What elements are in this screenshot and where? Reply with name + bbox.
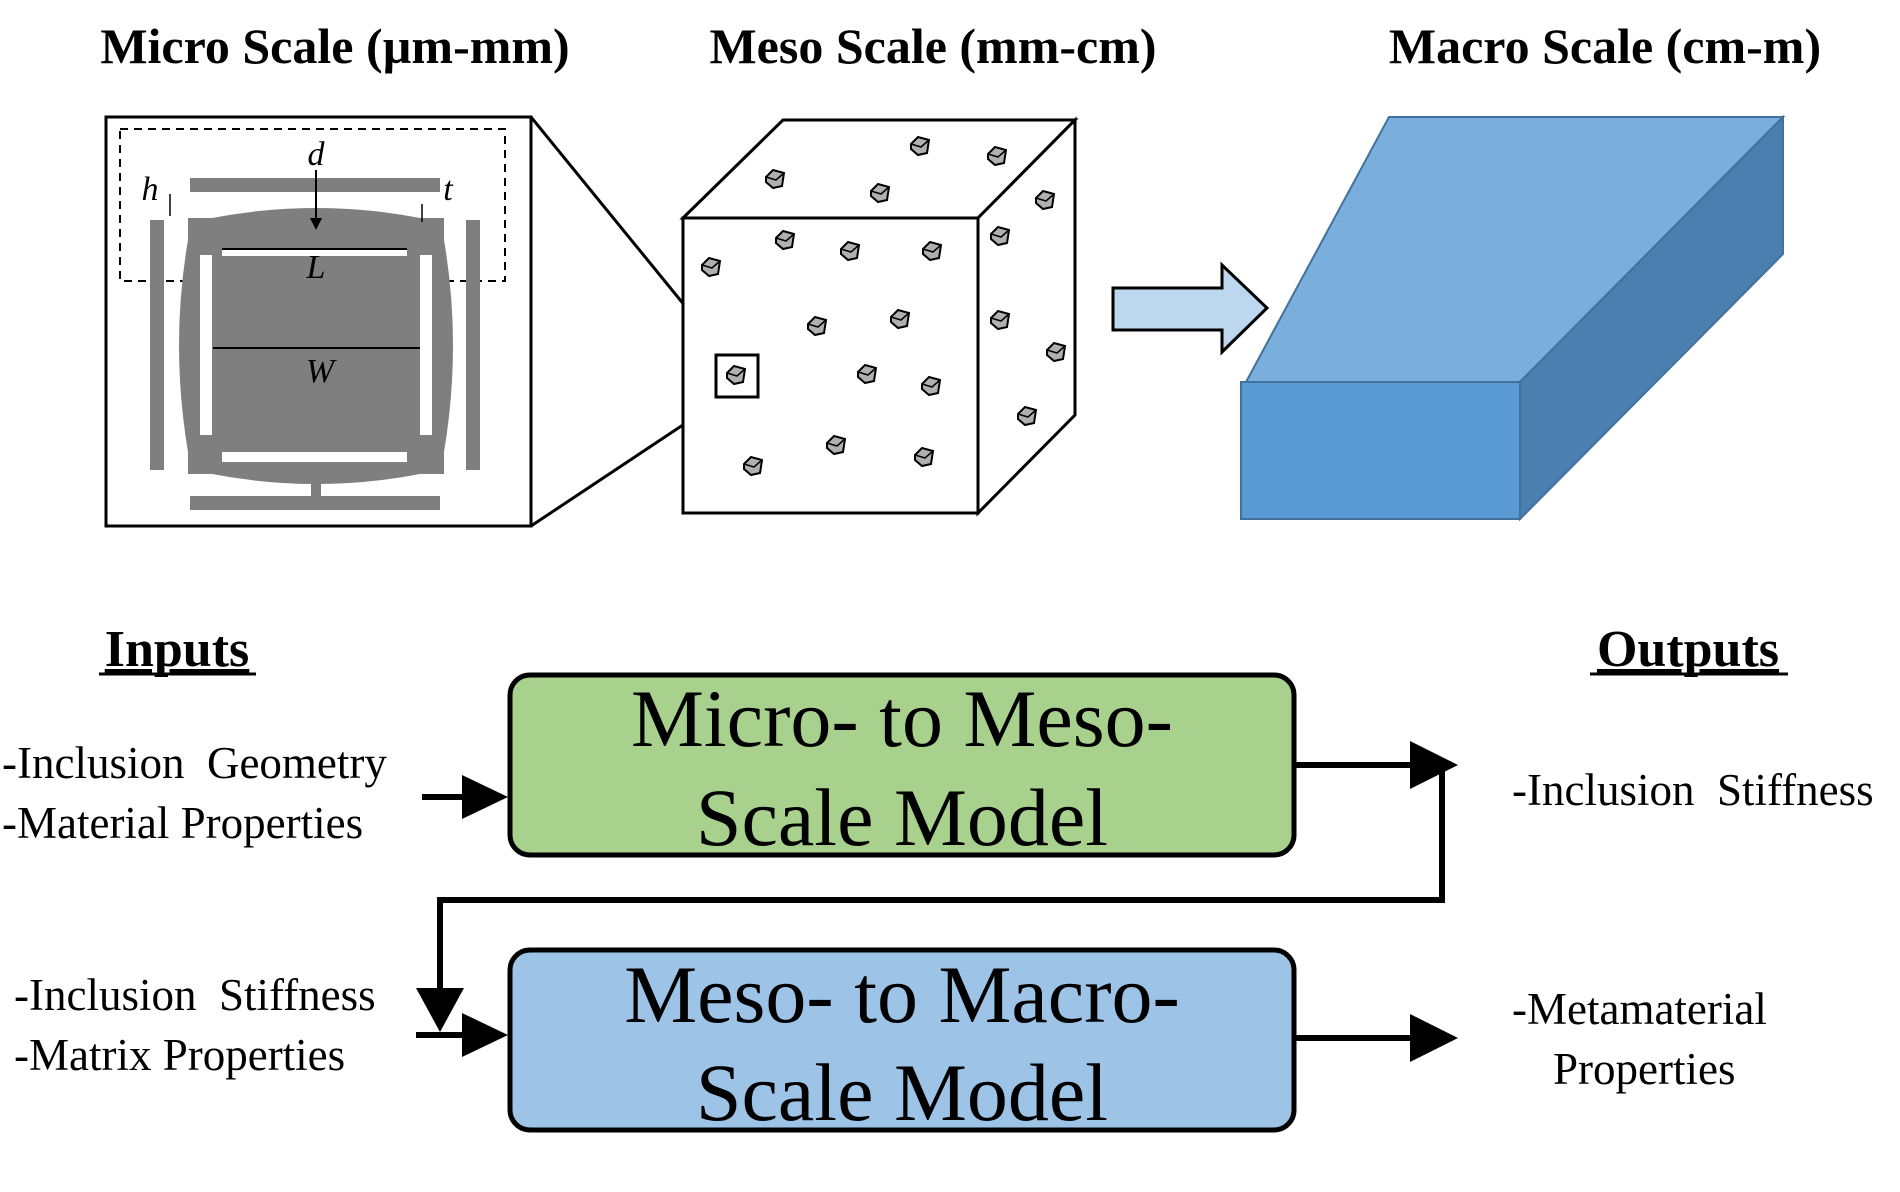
model1-input-2: -Material Properties [2,798,363,848]
inclusion-particle-edge [807,319,827,328]
inclusion-particle-edge [914,450,934,459]
inclusion-particle-edge [765,172,785,181]
inclusion-particle-edge [775,233,795,242]
zoom-selection-box [714,353,760,399]
model2-input-1: -Inclusion Stiffness [14,970,376,1020]
inclusion-particle-edge [1017,409,1037,418]
inclusion-particle-edge [922,244,942,253]
inclusion-particle-edge [840,244,860,253]
model1-line1: Micro- to Meso- [631,673,1173,764]
macro-scale-title: Macro Scale (cm-m) [1389,18,1821,74]
flow-arrows [416,762,1445,1041]
meso-scale-title: Meso Scale (mm-cm) [709,18,1156,74]
inclusion-particle-edge [1046,345,1066,354]
inclusion-particle-edge [910,139,930,148]
label-L: L [306,249,326,286]
label-h: h [142,171,159,208]
model2-line2: Scale Model [696,1047,1108,1138]
inclusion-particle-edge [870,186,890,195]
inputs-heading: Inputs [105,621,250,678]
model2-input-2: -Matrix Properties [14,1030,345,1080]
inclusion-particles [701,135,1067,477]
inclusion-particle-edge [826,438,846,447]
model2-line1: Meso- to Macro- [624,949,1180,1040]
inclusion-particle-edge [990,229,1010,238]
outputs-heading: Outputs [1597,621,1779,678]
inclusion-particle-edge [701,260,721,269]
inclusion-particle-edge [726,368,746,377]
feedback-loop-line [437,765,1445,990]
inclusion-particle-edge [987,149,1007,158]
macro-block [1240,114,1786,522]
micro-unit-cell: d h t L W [104,115,533,528]
block-front-face [1240,381,1521,520]
model2-output-2: Properties [1553,1044,1735,1094]
label-W: W [306,353,337,390]
micro-scale-title: Micro Scale (µm-mm) [100,18,569,74]
label-t: t [443,171,454,208]
model2-output-1: -Metamaterial [1512,984,1767,1034]
inclusion-particle-edge [857,367,877,376]
inclusion-particle-edge [990,313,1010,322]
label-d: d [308,136,326,173]
cube-front-face [681,216,980,515]
inclusion-particle-edge [890,312,910,321]
model1-output-1: -Inclusion Stiffness [1512,765,1874,815]
inclusion-particle-edge [743,459,763,468]
inclusion-particle-edge [921,379,941,388]
meso-cube [679,116,1079,517]
model1-input-1: -Inclusion Geometry [2,738,387,788]
inclusion-particle-edge [1035,193,1055,202]
arrow-heads [416,741,1458,1062]
model1-line2: Scale Model [696,772,1108,863]
scale-up-arrow [1111,261,1270,356]
central-inclusion [179,208,453,484]
